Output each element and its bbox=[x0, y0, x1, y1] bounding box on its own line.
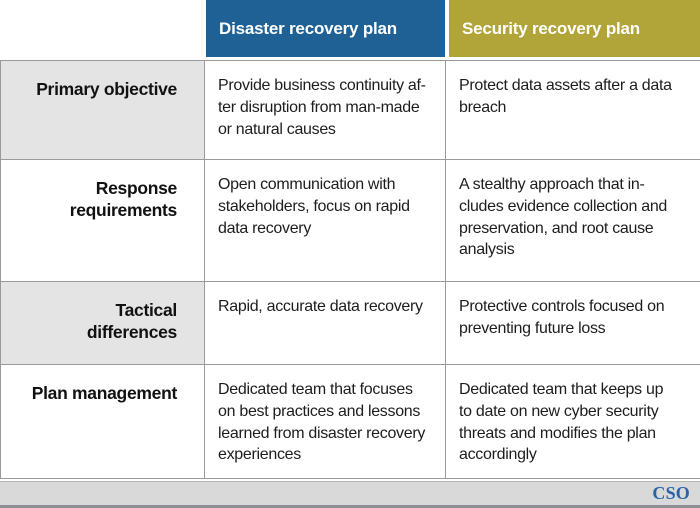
row-label-primary-objective: Primary objective bbox=[1, 61, 204, 159]
cell-plan-management-disaster: Dedicated team that focuses on best prac… bbox=[205, 365, 445, 478]
table-body: Primary objective Provide business conti… bbox=[0, 60, 700, 479]
column-header-disaster-recovery-plan: Disaster recovery plan bbox=[206, 0, 445, 57]
cso-logo: CSO bbox=[652, 483, 690, 503]
row-label-tactical-differences: Tactical differences bbox=[1, 282, 204, 364]
cell-primary-objective-disaster: Provide business continuity af- ter disr… bbox=[205, 61, 445, 159]
cell-plan-management-security: Dedicated team that keeps up to date on … bbox=[446, 365, 700, 478]
table-header-row: Disaster recovery plan Security recovery… bbox=[0, 0, 700, 57]
row-label-plan-management: Plan management bbox=[1, 365, 204, 478]
cell-response-requirements-security: A stealthy approach that in- cludes evid… bbox=[446, 160, 700, 281]
cell-tactical-differences-security: Protective controls focused on preventin… bbox=[446, 282, 700, 364]
cell-primary-objective-security: Protect data assets after a data breach bbox=[446, 61, 700, 159]
cell-response-requirements-disaster: Open communication with stakeholders, fo… bbox=[205, 160, 445, 281]
row-label-response-requirements: Response requirements bbox=[1, 160, 204, 281]
column-header-security-recovery-plan: Security recovery plan bbox=[449, 0, 700, 57]
bottom-edge-strip bbox=[0, 505, 700, 508]
cell-tactical-differences-disaster: Rapid, accurate data recovery bbox=[205, 282, 445, 364]
header-empty-cell bbox=[0, 0, 204, 57]
footer-bar: CSO bbox=[0, 481, 700, 505]
